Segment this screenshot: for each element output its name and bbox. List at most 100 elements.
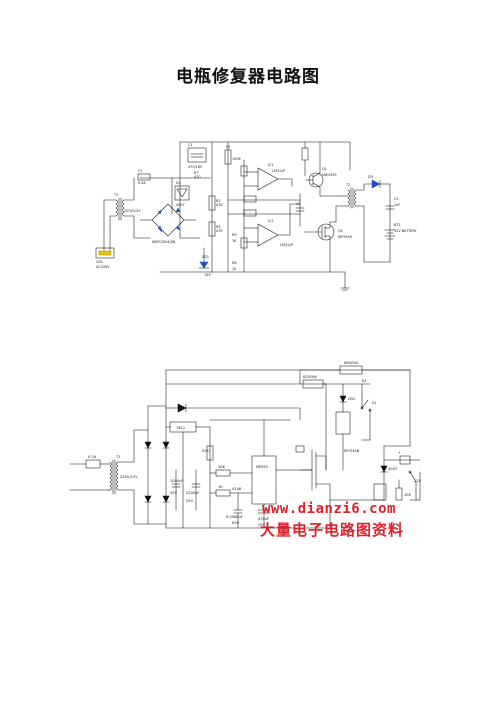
label-batv: 12V BATTERY bbox=[394, 229, 417, 233]
label-plus: + bbox=[398, 451, 401, 455]
label-c2v-2: 25V bbox=[186, 499, 194, 503]
r4-resistor bbox=[301, 147, 309, 161]
label-s1: S1 bbox=[372, 401, 377, 405]
label-irfz44n: IRFZ44N bbox=[344, 449, 360, 453]
label-4148: 4148 bbox=[232, 487, 242, 491]
q1-transistor bbox=[305, 141, 337, 197]
label-20k: 20K bbox=[202, 449, 210, 453]
label-7812: 7812 bbox=[176, 426, 185, 430]
label-r1: R1 bbox=[226, 145, 231, 149]
t1-transformer-2 bbox=[107, 429, 149, 525]
label-plugv: AC240V bbox=[96, 265, 110, 269]
label-r2: R2 bbox=[216, 199, 221, 203]
diagram-battery-restorer bbox=[95, 141, 396, 291]
label-r3: R3 bbox=[216, 225, 221, 229]
label-zd: ZD1 bbox=[202, 255, 209, 259]
label-ic1p: LM311P bbox=[272, 169, 285, 173]
t2-transformer bbox=[335, 183, 391, 263]
label-k1: K1 bbox=[362, 379, 367, 383]
label-r9v: 1K bbox=[232, 239, 237, 243]
fuse-05a bbox=[85, 459, 101, 469]
label-t1v-2: 220V/12V bbox=[120, 475, 138, 479]
bridge-diodes-2 bbox=[144, 441, 170, 503]
label-bat: BT1 bbox=[394, 223, 401, 227]
label-t1-2: T1 bbox=[115, 455, 120, 459]
label-c2-2: 2200uF bbox=[186, 491, 200, 495]
label-470uf-v: 25V bbox=[258, 523, 266, 527]
label-c1v-2: 25V bbox=[170, 491, 178, 495]
label-r6: R6 bbox=[232, 261, 237, 265]
diode-top bbox=[177, 403, 187, 413]
label-r7v: 470 bbox=[194, 175, 200, 179]
label-ic1: IC1 bbox=[268, 163, 274, 167]
r2-resistor bbox=[208, 195, 216, 211]
label-c3: C3 bbox=[394, 197, 399, 201]
ic2-comparator bbox=[243, 203, 301, 247]
ac-plug bbox=[95, 247, 115, 259]
label-c1v: 470/16V bbox=[188, 165, 203, 169]
label-q1v: MJE2955 bbox=[322, 173, 337, 177]
label-r9: R9 bbox=[232, 233, 237, 237]
r3-resistor bbox=[208, 221, 216, 237]
watermark-text: 大量电子电路图资料 bbox=[260, 521, 405, 539]
diode-4007 bbox=[380, 465, 388, 473]
watermark-url: www.dianzi6.com bbox=[262, 501, 396, 517]
ic1-comparator bbox=[243, 167, 293, 191]
led-diode bbox=[339, 395, 347, 403]
c1-block bbox=[187, 147, 207, 163]
r-20k bbox=[206, 445, 214, 461]
label-10k-2: 10K bbox=[404, 493, 412, 497]
label-r7: R7 bbox=[194, 171, 199, 175]
label-t1: T1 bbox=[113, 193, 118, 197]
label-q2: Q2 bbox=[338, 229, 343, 233]
battery bbox=[384, 229, 396, 240]
label-680: 680/5W bbox=[344, 361, 358, 365]
relay-k2 bbox=[373, 483, 387, 501]
r-mid1 bbox=[243, 195, 257, 203]
mosfet-irfz44n bbox=[295, 445, 331, 529]
label-t1v: 220V/12V bbox=[124, 209, 141, 213]
label-r3v: 47K bbox=[216, 229, 223, 233]
label-c1-2: 1000uF bbox=[170, 479, 184, 483]
label-c2: C2 bbox=[296, 202, 301, 206]
label-r6v: 1K bbox=[232, 267, 237, 271]
d3-diode bbox=[371, 179, 391, 189]
label-c3v-2: 63V bbox=[232, 521, 240, 525]
label-12v: 12V bbox=[414, 479, 422, 483]
label-bridge: KBPC2504/JIN bbox=[152, 240, 176, 244]
label-4007: 4007 bbox=[388, 467, 397, 471]
label-d1: D1 bbox=[176, 181, 181, 185]
label-ic2p: LM311P bbox=[280, 243, 293, 247]
r7-resistor bbox=[240, 165, 248, 177]
label-minus: - bbox=[398, 503, 400, 507]
r-10k bbox=[215, 469, 231, 477]
r-1k bbox=[215, 489, 231, 497]
diagram2-labels: 0.5A T1 220V/12V 7812 680/5W 820/5W LED … bbox=[88, 361, 422, 527]
d1-diode bbox=[174, 185, 190, 201]
label-ic2: IC2 bbox=[268, 219, 274, 223]
label-r1v: 100K bbox=[232, 157, 241, 161]
q2-mosfet bbox=[303, 221, 337, 273]
label-1k: 1K bbox=[218, 485, 223, 489]
label-470uf: 470uF bbox=[258, 517, 269, 521]
relay-k1 bbox=[335, 411, 351, 435]
label-zdv: 10V bbox=[204, 273, 211, 277]
label-q1: Q1 bbox=[322, 167, 327, 171]
label-c1: C1 bbox=[188, 143, 193, 147]
bridge-rectifier bbox=[139, 203, 197, 237]
zener-diode bbox=[198, 247, 210, 269]
diagram1-labels: C1 470/16V R1 100K D1 4007 R7 470 T1 220… bbox=[96, 143, 417, 277]
label-10k: 10K bbox=[218, 465, 226, 469]
label-q2v: IRF9540 bbox=[338, 235, 352, 239]
label-r2v: 47K bbox=[216, 203, 223, 207]
t1-transformer bbox=[103, 177, 151, 251]
label-c3v: 1uF bbox=[394, 203, 400, 207]
page-title: 电瓶修复器电路图 bbox=[176, 67, 320, 87]
diagram-charger-circuit bbox=[69, 365, 421, 529]
r-load bbox=[395, 487, 403, 501]
label-f1v: 0.5A bbox=[138, 181, 146, 185]
label-820: 820/5W bbox=[303, 375, 317, 379]
label-f1: F1 bbox=[138, 169, 142, 173]
label-d1v: 4007 bbox=[176, 203, 185, 207]
